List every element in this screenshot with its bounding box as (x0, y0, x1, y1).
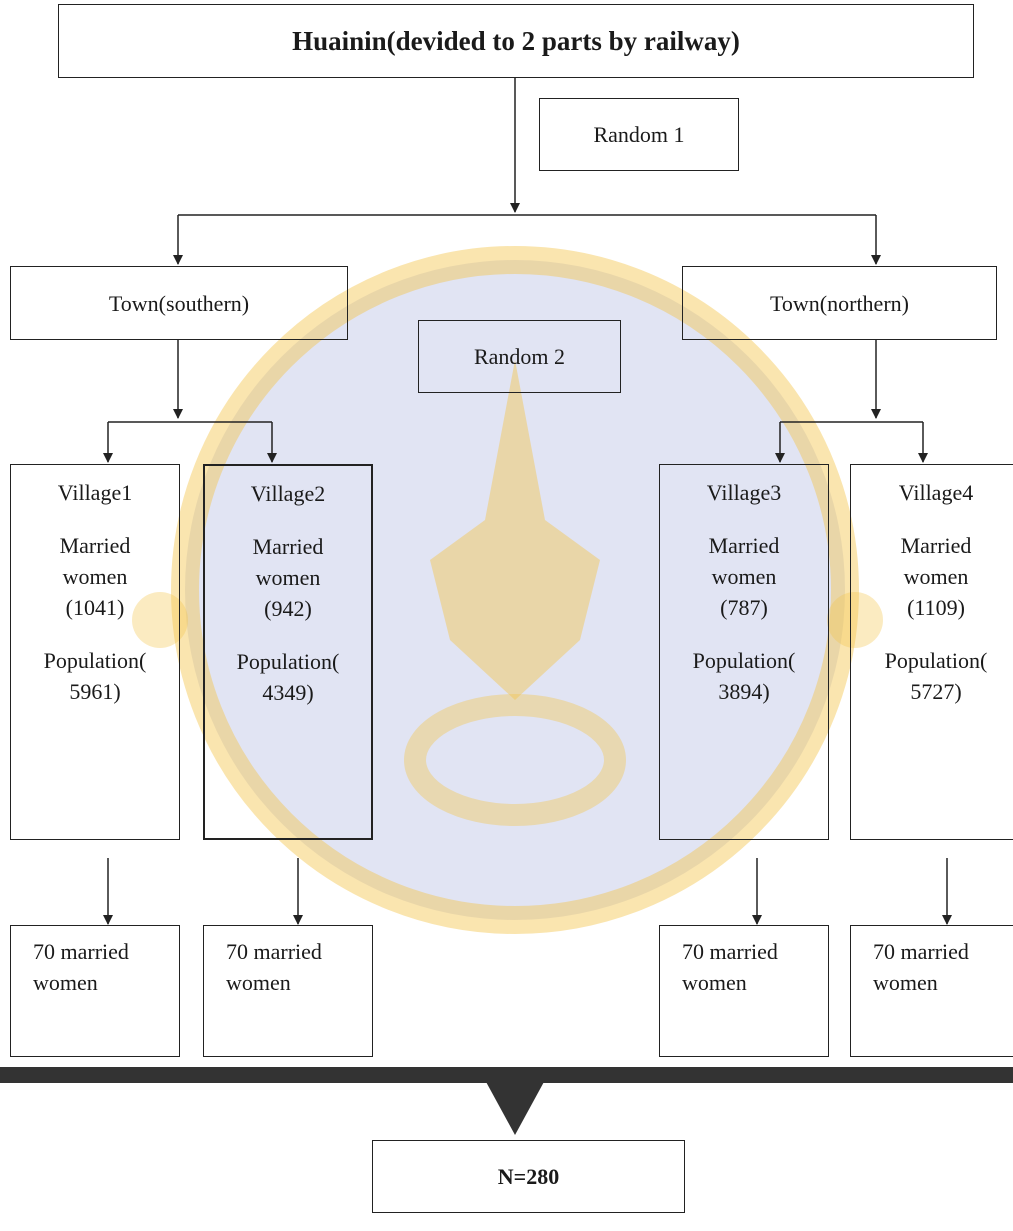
title-box: Huainin(devided to 2 parts by railway) (58, 4, 974, 78)
total-label: N=280 (497, 1164, 560, 1189)
married-count: (1109) (907, 595, 965, 620)
married-count: (1041) (65, 595, 125, 620)
population-label: Population( (43, 648, 147, 673)
random-2-box: Random 2 (418, 320, 621, 393)
village-name: Village1 (57, 480, 133, 505)
married-label: Married (708, 533, 780, 558)
town-southern-label: Town(southern) (108, 290, 250, 316)
married-count: (787) (720, 595, 768, 620)
random-2-label: Random 2 (473, 344, 566, 369)
total-box: N=280 (372, 1140, 685, 1213)
population-value: 3894) (718, 679, 770, 704)
aggregation-arrowhead (485, 1080, 545, 1135)
sample-line-1: 70 married (226, 939, 322, 964)
married-count: (942) (264, 596, 312, 621)
population-label: Population( (692, 648, 796, 673)
sample-box-4: 70 married women (850, 925, 1013, 1057)
town-northern-box: Town(northern) (682, 266, 997, 340)
village-3-box: Village3 Married women (787) Population(… (659, 464, 829, 840)
random-1-box: Random 1 (539, 98, 739, 171)
title-text: Huainin(devided to 2 parts by railway) (292, 25, 740, 56)
sample-line-2: women (226, 970, 291, 995)
married-label: women (711, 564, 777, 589)
village-4-box: Village4 Married women (1109) Population… (850, 464, 1013, 840)
married-label: women (255, 565, 321, 590)
sample-box-1: 70 married women (10, 925, 180, 1057)
population-label: Population( (236, 649, 340, 674)
sample-box-2: 70 married women (203, 925, 373, 1057)
married-label: Married (59, 533, 131, 558)
aggregation-bar (0, 1067, 1013, 1083)
village-name: Village3 (706, 480, 782, 505)
married-label: women (903, 564, 969, 589)
sample-line-1: 70 married (33, 939, 129, 964)
village-2-box: Village2 Married women (942) Population(… (203, 464, 373, 840)
population-value: 5727) (910, 679, 962, 704)
married-label: Married (252, 534, 324, 559)
population-label: Population( (884, 648, 988, 673)
sample-line-1: 70 married (873, 939, 969, 964)
sample-line-2: women (33, 970, 98, 995)
population-value: 5961) (69, 679, 121, 704)
sample-line-2: women (682, 970, 747, 995)
married-label: Married (900, 533, 972, 558)
village-name: Village4 (898, 480, 974, 505)
population-value: 4349) (262, 680, 314, 705)
sample-line-2: women (873, 970, 938, 995)
sample-line-1: 70 married (682, 939, 778, 964)
town-northern-label: Town(northern) (770, 290, 909, 316)
town-southern-box: Town(southern) (10, 266, 348, 340)
married-label: women (62, 564, 128, 589)
village-1-box: Village1 Married women (1041) Population… (10, 464, 180, 840)
village-name: Village2 (250, 481, 326, 506)
random-1-label: Random 1 (593, 122, 685, 147)
sample-box-3: 70 married women (659, 925, 829, 1057)
